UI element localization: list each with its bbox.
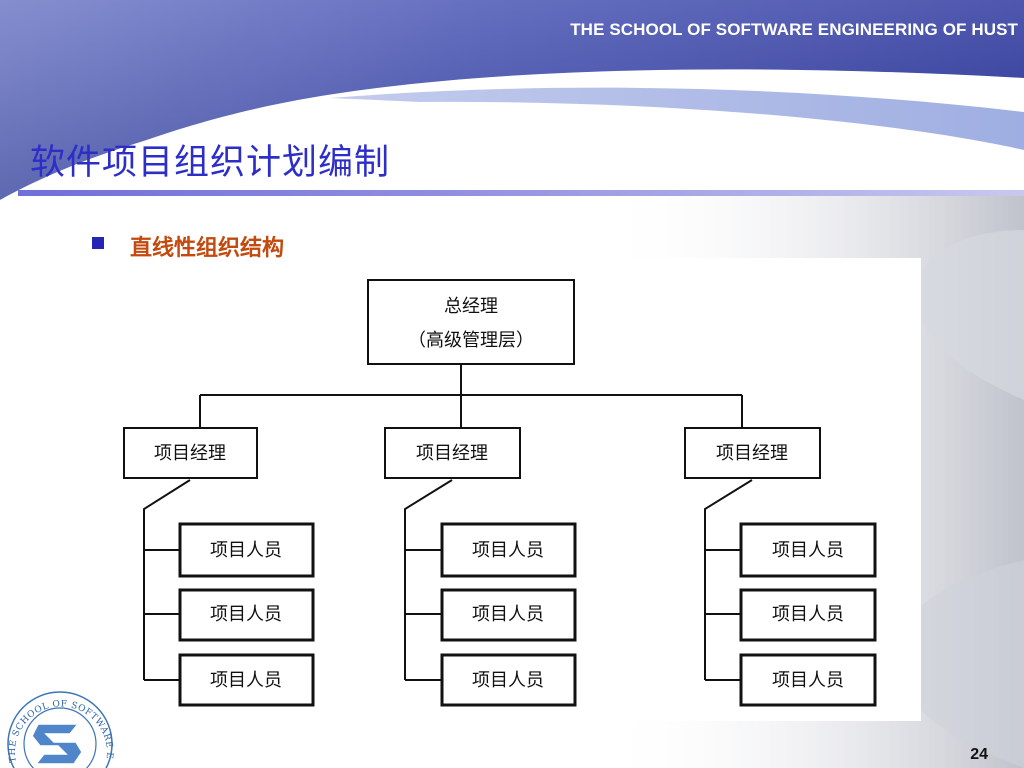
staff-label: 项目人员 [210,670,282,691]
staff-connectors [704,479,753,681]
staff-label: 项目人员 [772,540,844,561]
project-manager-label: 项目经理 [154,443,226,464]
school-logo-icon: THE SCHOOL OF SOFTWARE ENGINEERING HUST [0,680,114,768]
org-node-general-manager: 总经理 （高级管理层） [367,279,575,365]
general-manager-title: 总经理 [444,296,498,317]
staff-box [178,653,315,707]
project-manager-label: 项目经理 [716,443,788,464]
project-manager-box [684,427,821,479]
staff-label: 项目人员 [472,604,544,625]
page-number: 24 [970,746,988,763]
staff-box [440,588,577,642]
staff-connectors [404,479,453,681]
top-connectors [199,364,743,428]
staff-label: 项目人员 [472,670,544,691]
general-manager-subtitle: （高级管理层） [408,330,534,351]
staff-box [739,522,877,578]
school-name-header: THE SCHOOL OF SOFTWARE ENGINEERING OF HU… [570,20,1018,39]
slide-title: 软件项目组织计划编制 [30,143,391,183]
staff-box [739,653,877,707]
org-chart: 总经理 （高级管理层） 项目经理 项目人员 项目人员 项目人员 项目经理 [111,258,921,721]
staff-label: 项目人员 [472,540,544,561]
project-manager-box [384,427,521,479]
staff-label: 项目人员 [772,604,844,625]
bullet-text: 直线性组织结构 [130,236,285,261]
staff-box [440,653,577,707]
staff-box [178,588,315,642]
project-manager-box [123,427,258,479]
org-branch-2: 项目经理 项目人员 项目人员 项目人员 [384,427,577,707]
org-branch-3: 项目经理 项目人员 项目人员 项目人员 [684,427,877,707]
title-underline [18,190,1024,196]
staff-box [440,522,577,578]
staff-label: 项目人员 [772,670,844,691]
staff-connectors [143,479,191,681]
staff-box [739,588,877,642]
staff-box [178,522,315,578]
staff-label: 项目人员 [210,540,282,561]
project-manager-label: 项目经理 [416,443,488,464]
org-branch-1: 项目经理 项目人员 项目人员 项目人员 [123,427,315,707]
bullet-square-icon [92,237,104,249]
staff-label: 项目人员 [210,604,282,625]
